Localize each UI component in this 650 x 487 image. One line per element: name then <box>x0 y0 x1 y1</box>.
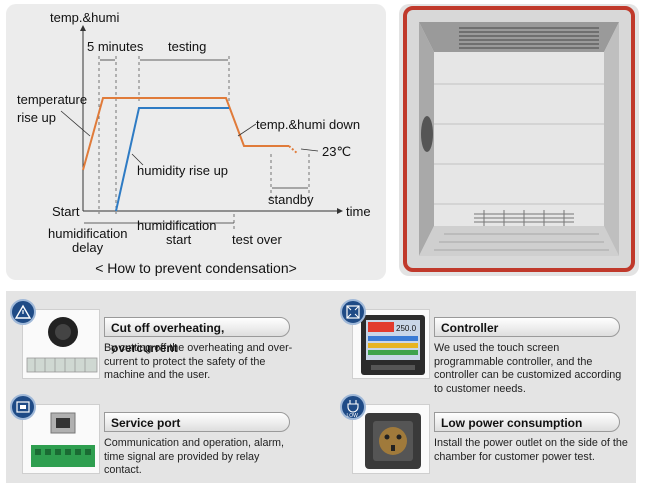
humidity-rise-label: humidity rise up <box>137 163 228 178</box>
humid-start-label-2: start <box>166 232 192 247</box>
feature-service-port: Service port Communication and operation… <box>6 390 311 478</box>
feature-description: We used the touch screen programmable co… <box>434 342 622 395</box>
service-port-thumbnail <box>22 404 100 474</box>
condensation-diagram: temp.&humi 5 minutes testing temperature… <box>17 10 371 255</box>
temp-rise-label-2: rise up <box>17 110 56 125</box>
condensation-diagram-panel: temp.&humi 5 minutes testing temperature… <box>6 4 386 280</box>
humid-start-label-1: humidification <box>137 218 217 233</box>
feature-low-power: LOW Low power consumption Install the po… <box>336 390 641 478</box>
feature-controller: 250.0 Controller We used the touch scree… <box>336 295 641 395</box>
temp-humi-down-label: temp.&humi down <box>256 117 360 132</box>
feature-description: By cutting off the overheating and over-… <box>104 342 293 381</box>
feature-description: Communication and operation, alarm, time… <box>104 437 285 476</box>
standby-label: standby <box>268 192 314 207</box>
network-port-icon <box>10 394 36 420</box>
temp-rise-label-1: temperature <box>17 92 87 107</box>
feature-title: Low power consumption <box>434 412 620 432</box>
chamber-interior-photo <box>399 4 639 276</box>
feature-title: Service port <box>104 412 290 432</box>
controller-screen-value: 250.0 <box>396 324 417 333</box>
features-panel: Cut off overheating, overcurrent By cutt… <box>6 291 636 483</box>
test-over-label: test over <box>232 232 283 247</box>
humidity-curve <box>115 107 229 212</box>
feature-title: Cut off overheating, overcurrent <box>104 317 290 355</box>
chamber-interior-illustration <box>403 6 635 272</box>
humid-delay-label-2: delay <box>72 240 104 255</box>
feature-overheating: Cut off overheating, overcurrent By cutt… <box>6 295 311 383</box>
testing-label: testing <box>168 39 206 54</box>
temp-value-label: 23℃ <box>322 144 351 159</box>
diagram-caption: < How to prevent condensation> <box>95 260 297 276</box>
humid-delay-label-1: humidification <box>48 226 128 241</box>
temperature-curve <box>82 97 289 171</box>
five-minutes-label: 5 minutes <box>87 39 144 54</box>
controller-icon <box>340 299 366 325</box>
breaker-thumbnail <box>22 309 100 379</box>
warning-triangle-icon <box>10 299 36 325</box>
start-label: Start <box>52 204 80 219</box>
controller-thumbnail: 250.0 <box>352 309 430 379</box>
feature-description: Install the power outlet on the side of … <box>434 437 628 463</box>
low-power-plug-icon: LOW <box>340 394 366 420</box>
y-axis-label: temp.&humi <box>50 10 119 25</box>
low-badge-text: LOW <box>347 413 359 419</box>
power-outlet-thumbnail <box>352 404 430 474</box>
x-axis-label: time <box>346 204 371 219</box>
feature-title: Controller <box>434 317 620 337</box>
